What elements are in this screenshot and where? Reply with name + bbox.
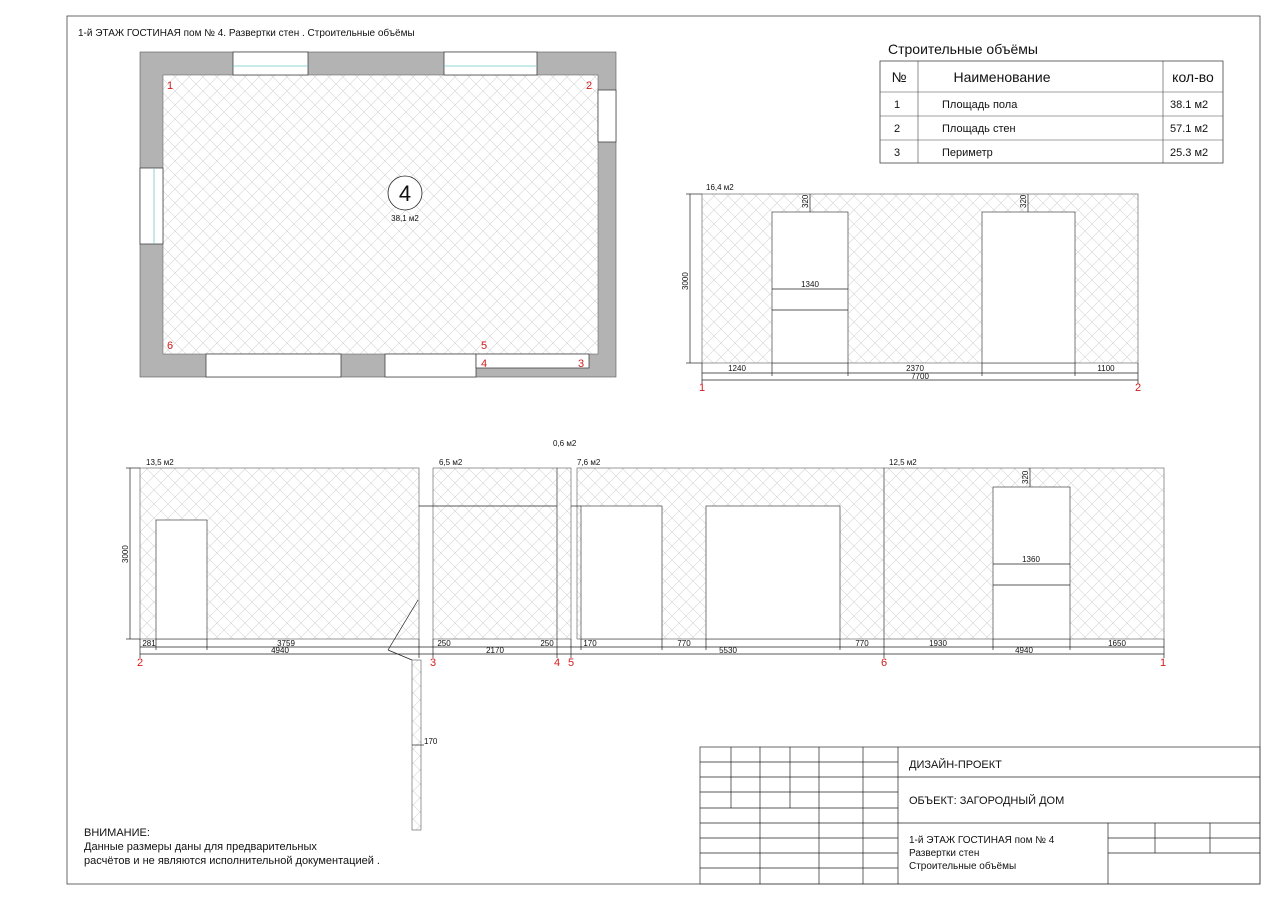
elevation-1-2: 320 320 1340 16,4 м2 3000 1240 2370 1100… bbox=[681, 183, 1141, 394]
room-marker bbox=[387, 175, 423, 211]
notice: ВНИМАНИЕ: Данные размеры даны для предва… bbox=[84, 827, 380, 867]
niche-area: 0,6 м2 bbox=[553, 439, 577, 448]
title-sheet-line-2: Развертки стен bbox=[909, 848, 979, 859]
segment-dim: 281 bbox=[142, 639, 156, 648]
floor-plan: 4 38,1 м2 1 2 3 4 5 6 bbox=[139, 51, 617, 378]
room-area: 38,1 м2 bbox=[391, 214, 419, 223]
elevation-door bbox=[981, 211, 1076, 364]
window-top-dim: 320 bbox=[1021, 470, 1030, 484]
corner-4: 4 bbox=[481, 358, 487, 370]
plan-window bbox=[139, 167, 164, 245]
elevation-opening bbox=[580, 505, 663, 640]
title-design: ДИЗАЙН-ПРОЕКТ bbox=[909, 758, 1002, 771]
corner-2: 2 bbox=[586, 80, 592, 92]
corner-label: 1 bbox=[1160, 657, 1166, 669]
total-dim: 2170 bbox=[486, 646, 504, 655]
corner-6: 6 bbox=[167, 340, 173, 352]
plan-opening bbox=[205, 353, 342, 378]
plan-niche bbox=[475, 353, 590, 369]
title-block: ДИЗАЙН-ПРОЕКТ ОБЪЕКТ: ЗАГОРОДНЫЙ ДОМ 1-й… bbox=[699, 746, 1261, 885]
table-header-num: № bbox=[891, 69, 906, 85]
corner-label: 2 bbox=[1135, 382, 1141, 394]
segment-dim: 1240 bbox=[728, 364, 746, 373]
table-cell: 1 bbox=[894, 99, 900, 111]
table-header-qty: кол-во bbox=[1172, 69, 1214, 85]
segment-dim: 250 bbox=[540, 639, 554, 648]
corner-1: 1 bbox=[167, 80, 173, 92]
total-dim: 7700 bbox=[911, 372, 929, 381]
volumes-table-title: Строительные объёмы bbox=[888, 41, 1038, 57]
window-top-dim: 320 bbox=[801, 194, 810, 208]
total-dim: 4940 bbox=[1015, 646, 1033, 655]
table-cell: 57.1 м2 bbox=[1170, 123, 1208, 135]
window-width-dim: 1360 bbox=[1022, 555, 1040, 564]
segment-dim: 1100 bbox=[1097, 364, 1115, 373]
window-width-dim: 1340 bbox=[801, 280, 819, 289]
corner-label: 6 bbox=[881, 657, 887, 669]
corner-label: 2 bbox=[137, 657, 143, 669]
segment-dim: 770 bbox=[677, 639, 691, 648]
segment-dim: 170 bbox=[583, 639, 597, 648]
corner-label: 1 bbox=[699, 382, 705, 394]
wall-area: 16,4 м2 bbox=[706, 183, 734, 192]
table-cell: 3 bbox=[894, 147, 900, 159]
notice-line-1: Данные размеры даны для предварительных bbox=[84, 841, 317, 853]
room-number: 4 bbox=[399, 181, 411, 206]
notice-heading: ВНИМАНИЕ: bbox=[84, 827, 150, 839]
elevation-door bbox=[155, 519, 208, 640]
wall-area: 7,6 м2 bbox=[577, 458, 601, 467]
elevations-bottom: 13,5 м2 3000 6,5 м2 0,6 м2 7,6 м2 320 13… bbox=[121, 439, 1166, 831]
elevation-window bbox=[992, 486, 1071, 640]
corner-3: 3 bbox=[578, 358, 584, 370]
corner-label: 3 bbox=[430, 657, 436, 669]
elevation-opening bbox=[705, 505, 841, 640]
total-dim: 4940 bbox=[271, 646, 289, 655]
plan-window bbox=[443, 51, 538, 76]
segment-dim: 1650 bbox=[1108, 639, 1126, 648]
elevation-window bbox=[771, 211, 849, 364]
table-cell: 25.3 м2 bbox=[1170, 147, 1208, 159]
corner-label: 5 bbox=[568, 657, 574, 669]
pier-width-dim: 170 bbox=[424, 737, 438, 746]
plan-door bbox=[597, 89, 617, 143]
wall-height-dim: 3000 bbox=[681, 272, 690, 290]
notice-line-2: расчётов и не являются исполнительной до… bbox=[84, 855, 380, 867]
total-dim: 5530 bbox=[719, 646, 737, 655]
table-cell: Площадь пола bbox=[942, 99, 1018, 111]
wall-area: 13,5 м2 bbox=[146, 458, 174, 467]
plan-window bbox=[232, 51, 309, 76]
segment-dim: 2370 bbox=[906, 364, 924, 373]
segment-dim: 250 bbox=[437, 639, 451, 648]
door-top-dim: 320 bbox=[1019, 194, 1028, 208]
title-sheet-line-1: 1-й ЭТАЖ ГОСТИНАЯ пом № 4 bbox=[909, 835, 1055, 846]
wall-height-dim: 3000 bbox=[121, 545, 130, 563]
table-cell: Периметр bbox=[942, 147, 993, 159]
volumes-table: Строительные объёмы № Наименование кол-в… bbox=[879, 41, 1224, 164]
segment-dim: 3759 bbox=[277, 639, 295, 648]
wall-area: 12,5 м2 bbox=[889, 458, 917, 467]
corner-label: 4 bbox=[554, 657, 560, 669]
table-cell: 2 bbox=[894, 123, 900, 135]
sheet-title: 1-й ЭТАЖ ГОСТИНАЯ пом № 4. Развертки сте… bbox=[78, 27, 415, 39]
plan-opening bbox=[384, 353, 477, 378]
segment-dim: 770 bbox=[855, 639, 869, 648]
table-cell: Площадь стен bbox=[942, 123, 1016, 135]
segment-dim: 1930 bbox=[929, 639, 947, 648]
title-object: ОБЪЕКТ: ЗАГОРОДНЫЙ ДОМ bbox=[909, 794, 1064, 807]
sheet-frame bbox=[66, 15, 1261, 885]
table-header-name: Наименование bbox=[953, 69, 1050, 85]
corner-5: 5 bbox=[481, 340, 487, 352]
title-sheet-line-3: Строительные объёмы bbox=[909, 860, 1016, 872]
wall-area: 6,5 м2 bbox=[439, 458, 463, 467]
table-cell: 38.1 м2 bbox=[1170, 99, 1208, 111]
